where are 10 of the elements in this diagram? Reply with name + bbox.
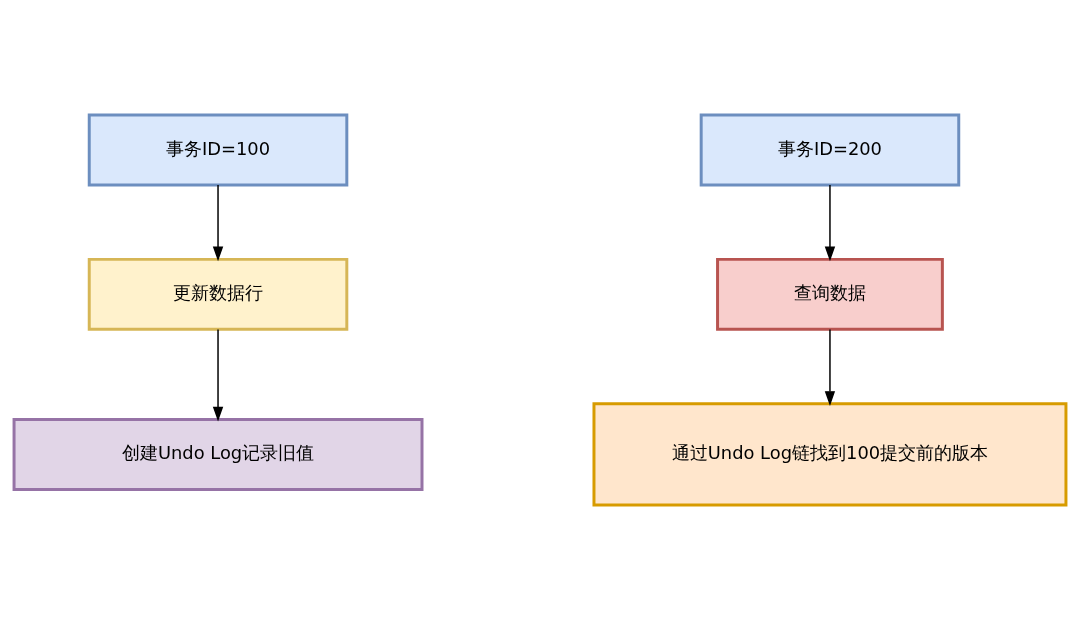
node-box: 事务ID=200 (699, 113, 961, 187)
node-box: 通过Undo Log链找到100提交前的版本 (592, 402, 1068, 507)
node-box: 更新数据行 (87, 257, 349, 331)
node-box: 创建Undo Log记录旧值 (12, 417, 424, 491)
arrow (212, 328, 224, 422)
arrow (824, 328, 836, 407)
node-box: 事务ID=100 (87, 113, 349, 187)
arrow (212, 184, 224, 262)
arrow (824, 184, 836, 262)
node-box: 查询数据 (716, 257, 944, 331)
